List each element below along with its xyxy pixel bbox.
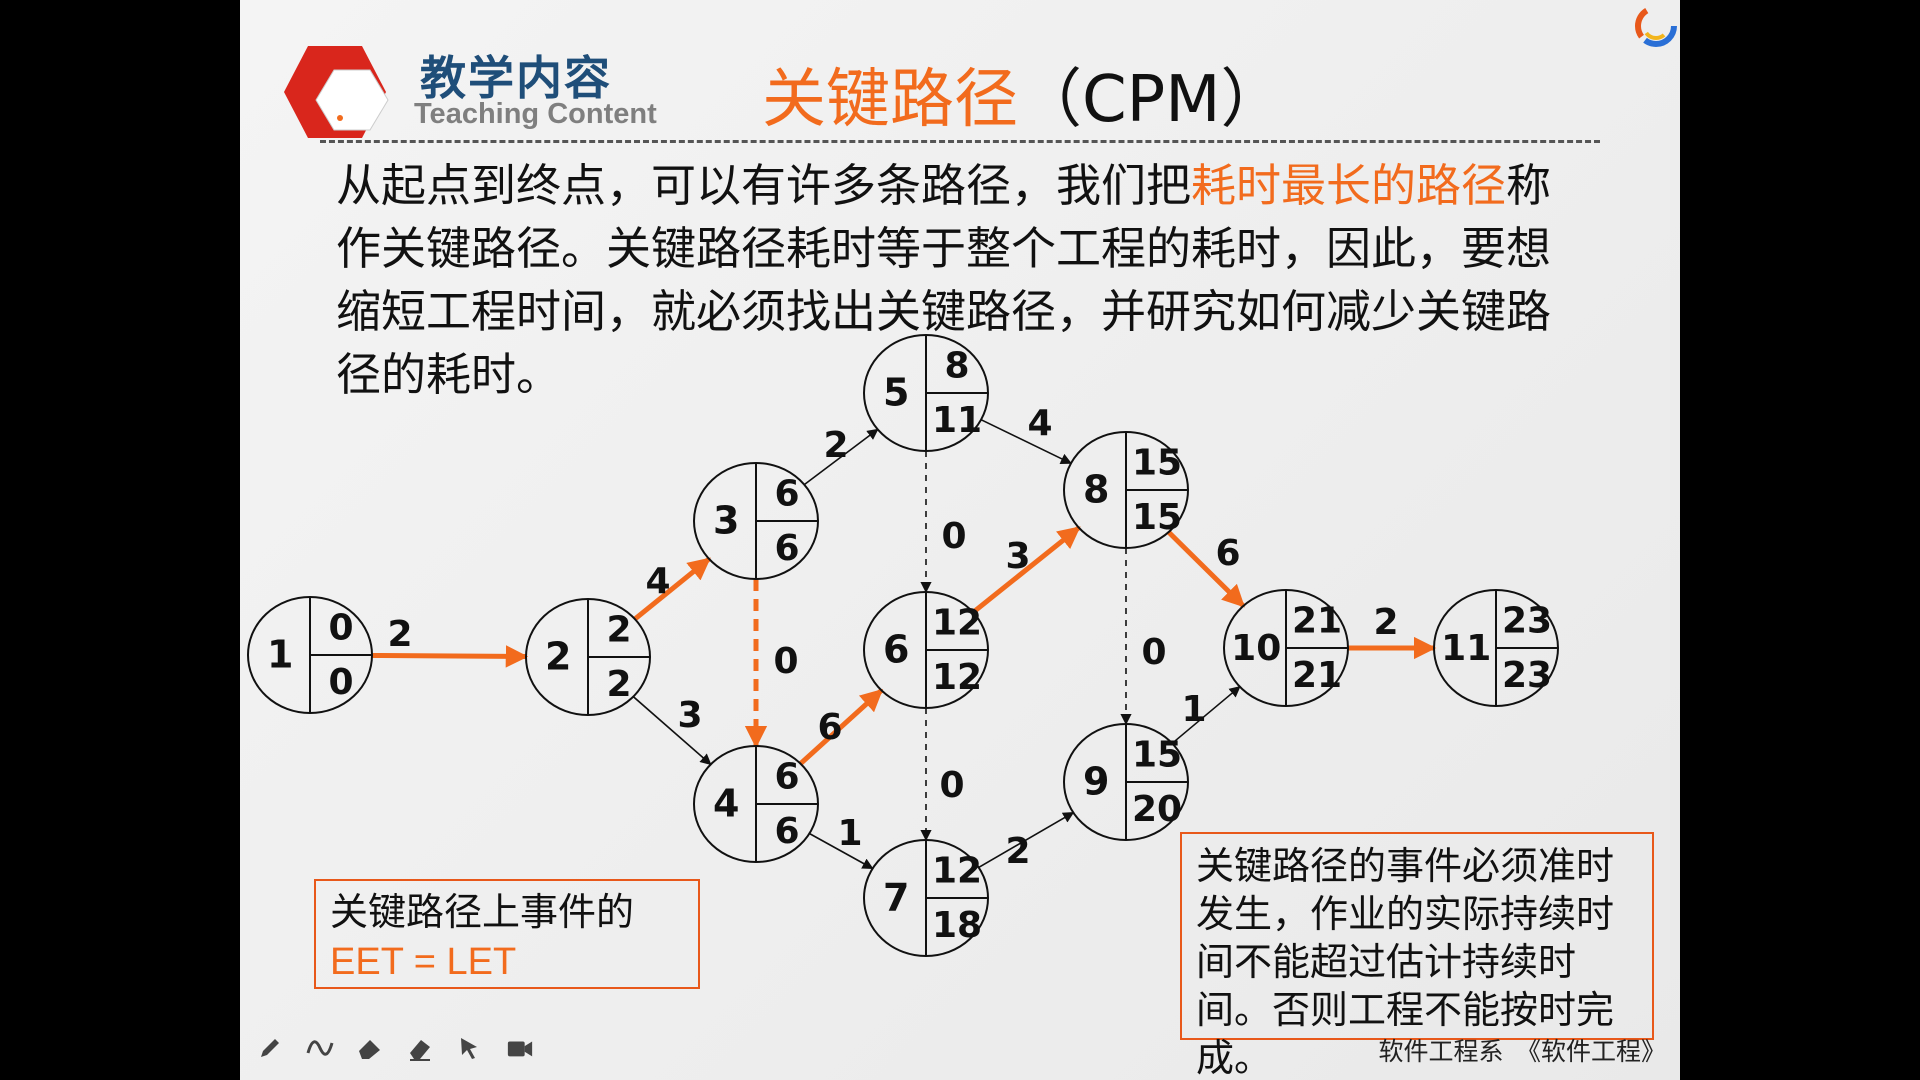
- annotation-toolbar: [256, 1030, 534, 1066]
- note-left-line2: EET = LET: [330, 941, 517, 983]
- node-2: 222: [525, 598, 651, 716]
- edge-label-5-8: 4: [1027, 403, 1052, 444]
- node-id: 11: [1441, 628, 1491, 669]
- node-let: 23: [1502, 655, 1552, 696]
- edge-label-6-8: 3: [1005, 536, 1030, 577]
- cpm-network-diagram: 1002223664665811612127121881515915201021…: [247, 334, 1559, 957]
- node-id: 4: [713, 782, 739, 826]
- note-critical-events: 关键路径的事件必须准时发生，作业的实际持续时间不能超过估计持续时间。否则工程不能…: [1180, 832, 1654, 1080]
- node-let: 12: [932, 657, 982, 698]
- edge-2-4: [632, 696, 712, 766]
- edge-1-2-critical: [371, 645, 529, 668]
- node-eet: 12: [932, 850, 982, 891]
- node-let: 6: [774, 811, 799, 852]
- node-eet: 15: [1132, 734, 1182, 775]
- edge-label-2-4: 3: [677, 695, 702, 736]
- edge-8-10-critical: [1166, 530, 1246, 608]
- edge-label-8-9: 0: [1141, 632, 1166, 673]
- slide-title-en: （CPM）: [1018, 63, 1285, 137]
- slide-title-cn: 关键路径: [762, 63, 1018, 137]
- node-eet: 8: [944, 345, 969, 386]
- node-3: 36 6: [693, 462, 819, 580]
- edge-9-10: [1171, 685, 1241, 744]
- edge-label-1-2: 2: [387, 614, 412, 655]
- intro-text-2: 称作关键路径。关键路径耗时等于整个工程的耗时，因此，要想缩短工程时间，就必须找出…: [336, 159, 1552, 401]
- corner-logo-icon: [1635, 5, 1677, 47]
- node-id: 10: [1231, 628, 1281, 669]
- edge-label-2-3: 4: [645, 561, 670, 602]
- node-let: 0: [328, 662, 353, 703]
- edge-label-3-4: 0: [773, 641, 798, 682]
- note-left-line1: 关键路径上事件的: [330, 890, 635, 934]
- marker-icon[interactable]: [356, 1034, 384, 1062]
- node-id: 9: [1083, 760, 1109, 804]
- intro-highlight: 耗时最长的路径: [1191, 159, 1507, 212]
- node-8: 8 15 15: [1063, 431, 1189, 549]
- node-let: 6: [774, 528, 799, 569]
- node-id: 5: [883, 371, 909, 415]
- edge-4-7: [808, 832, 874, 870]
- intro-paragraph: 从起点到终点，可以有许多条路径，我们把耗时最长的路径称作关键路径。关键路径耗时等…: [336, 154, 1556, 406]
- node-eet: 6: [774, 756, 799, 797]
- edge-4-6-critical: [798, 688, 884, 766]
- edge-label-7-9: 2: [1005, 831, 1030, 872]
- title-divider: [320, 140, 1600, 143]
- edge-label-6-7: 0: [939, 765, 964, 806]
- node-id: 7: [883, 876, 909, 920]
- pointer-icon[interactable]: [456, 1034, 484, 1062]
- node-let: 21: [1292, 655, 1342, 696]
- node-let: 20: [1132, 789, 1182, 830]
- slide: 教学内容 Teaching Content 关键路径（CPM） 从起点到终点，可…: [240, 0, 1680, 1080]
- node-eet: 15: [1132, 442, 1182, 483]
- edge-label-4-6: 6: [817, 707, 842, 748]
- node-id: 1: [267, 633, 293, 677]
- intro-text-1: 从起点到终点，可以有许多条路径，我们把: [336, 159, 1192, 212]
- edge-6-8-critical: [971, 525, 1081, 615]
- node-id: 8: [1083, 468, 1109, 512]
- wave-icon[interactable]: [306, 1034, 334, 1062]
- node-id: 2: [545, 635, 571, 679]
- edge-5-8: [980, 418, 1072, 465]
- edge-label-9-10: 1: [1181, 689, 1206, 730]
- node-7: 7 12 18: [863, 839, 989, 957]
- node-eet: 23: [1502, 600, 1552, 641]
- edge-label-8-10: 6: [1215, 533, 1240, 574]
- section-title-en: Teaching Content: [414, 98, 657, 130]
- edge-2-3-critical: [633, 557, 711, 621]
- edge-label-5-6: 0: [941, 516, 966, 557]
- note-eet-let: 关键路径上事件的 EET = LET: [314, 879, 700, 989]
- node-10: 10 21 21: [1223, 589, 1349, 707]
- node-eet: 6: [774, 473, 799, 514]
- edge-label-3-5: 2: [823, 425, 848, 466]
- edge-label-10-11: 2: [1373, 602, 1398, 643]
- edge-label-4-7: 1: [837, 813, 862, 854]
- edge-3-5: [803, 428, 879, 486]
- section-title-cn: 教学内容: [420, 51, 612, 105]
- node-4: 46 6: [693, 745, 819, 863]
- node-eet: 0: [328, 607, 353, 648]
- node-1: 10 0: [247, 596, 373, 714]
- node-let: 15: [1132, 497, 1182, 538]
- node-let: 2: [606, 664, 631, 705]
- node-let: 18: [932, 905, 982, 946]
- camera-icon[interactable]: [506, 1034, 534, 1062]
- slide-title: 关键路径（CPM）: [762, 48, 1285, 140]
- node-9: 9 15 20: [1063, 723, 1189, 841]
- node-eet: 21: [1292, 600, 1342, 641]
- footer-text: 软件工程系 《软件工程》: [1378, 1037, 1666, 1066]
- note-right-text: 关键路径的事件必须准时发生，作业的实际持续时间不能超过估计持续时间。否则工程不能…: [1196, 844, 1615, 1080]
- node-6: 6 12 12: [863, 591, 989, 709]
- pen-icon[interactable]: [256, 1034, 284, 1062]
- edge-7-9: [978, 811, 1075, 869]
- header-logo: [284, 46, 389, 138]
- node-5: 58 11: [863, 334, 989, 452]
- node-id: 6: [883, 628, 909, 672]
- node-id: 3: [713, 499, 739, 543]
- node-eet: 2: [606, 609, 631, 650]
- eraser-icon[interactable]: [406, 1034, 434, 1062]
- node-let: 11: [932, 400, 982, 441]
- node-11: 11 23 23: [1433, 589, 1559, 707]
- node-eet: 12: [932, 602, 982, 643]
